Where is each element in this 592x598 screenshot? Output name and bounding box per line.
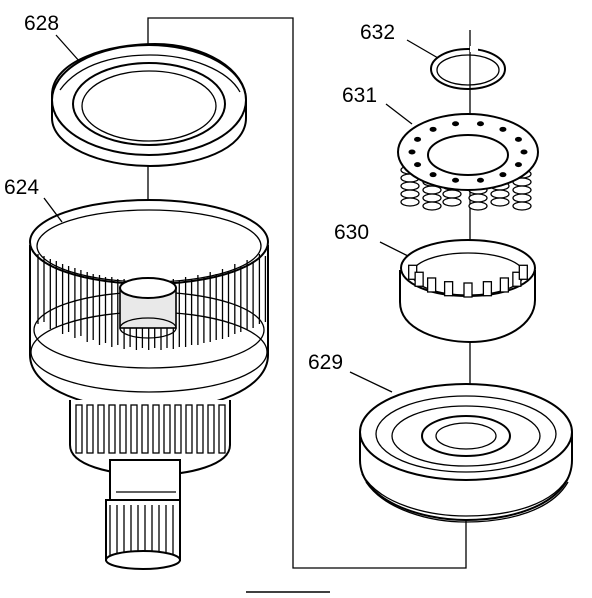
callout-628: 628 — [24, 12, 81, 63]
tab-ring-630 — [399, 239, 536, 344]
callout-624: 624 — [4, 176, 63, 223]
callout-label-628: 628 — [24, 12, 59, 35]
callout-630: 630 — [334, 221, 409, 257]
callout-631: 631 — [342, 84, 413, 125]
seal-ring-628 — [51, 42, 247, 168]
callout-632: 632 — [360, 21, 439, 59]
callout-label-624: 624 — [4, 176, 39, 199]
piston-629 — [359, 383, 573, 523]
callout-label-631: 631 — [342, 84, 377, 107]
callout-label-632: 632 — [360, 21, 395, 44]
drum-assembly-624 — [29, 199, 269, 570]
callout-label-630: 630 — [334, 221, 369, 244]
snap-ring-632 — [430, 46, 506, 90]
callout-629: 629 — [308, 351, 393, 393]
callout-label-629: 629 — [308, 351, 343, 374]
spring-retainer-631 — [397, 113, 539, 211]
